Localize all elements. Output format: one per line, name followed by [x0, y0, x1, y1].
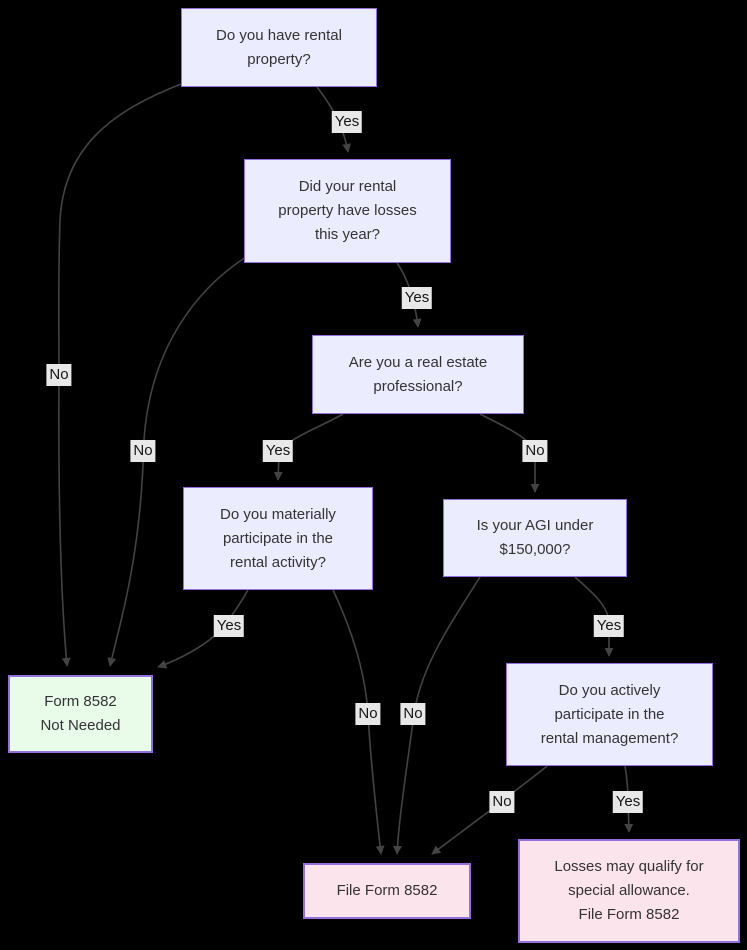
- node-question-actively-participate: Do you actively participate in the renta…: [506, 663, 713, 766]
- edge-label-losses-yes: Yes: [401, 287, 433, 309]
- node-question-agi-under-150000: Is your AGI under $150,000?: [443, 499, 627, 577]
- node-question-rental-property: Do you have rental property?: [181, 8, 377, 87]
- edge-label-professional-yes: Yes: [262, 440, 294, 462]
- edge-label-active-no: No: [489, 791, 515, 813]
- node-result-form-not-needed: Form 8582 Not Needed: [8, 675, 153, 753]
- edge-label-material-no: No: [355, 703, 381, 725]
- edge-label-professional-no: No: [522, 440, 548, 462]
- edge-label-material-yes: Yes: [213, 615, 245, 637]
- edge-label-active-yes: Yes: [612, 791, 644, 813]
- edge-label-agi-no: No: [400, 703, 426, 725]
- node-question-losses-this-year: Did your rental property have losses thi…: [244, 159, 451, 263]
- node-question-materially-participate: Do you materially participate in the ren…: [183, 487, 373, 590]
- node-result-file-form-8582: File Form 8582: [303, 863, 471, 919]
- edge-label-rental-no: No: [46, 364, 72, 386]
- edge-rental-no: [57, 83, 182, 667]
- edge-label-agi-yes: Yes: [593, 615, 625, 637]
- node-question-real-estate-professional: Are you a real estate professional?: [312, 335, 524, 414]
- edge-label-losses-no: No: [130, 440, 156, 462]
- edge-label-rental-yes: Yes: [331, 111, 363, 133]
- node-result-special-allowance: Losses may qualify for special allowance…: [518, 839, 740, 943]
